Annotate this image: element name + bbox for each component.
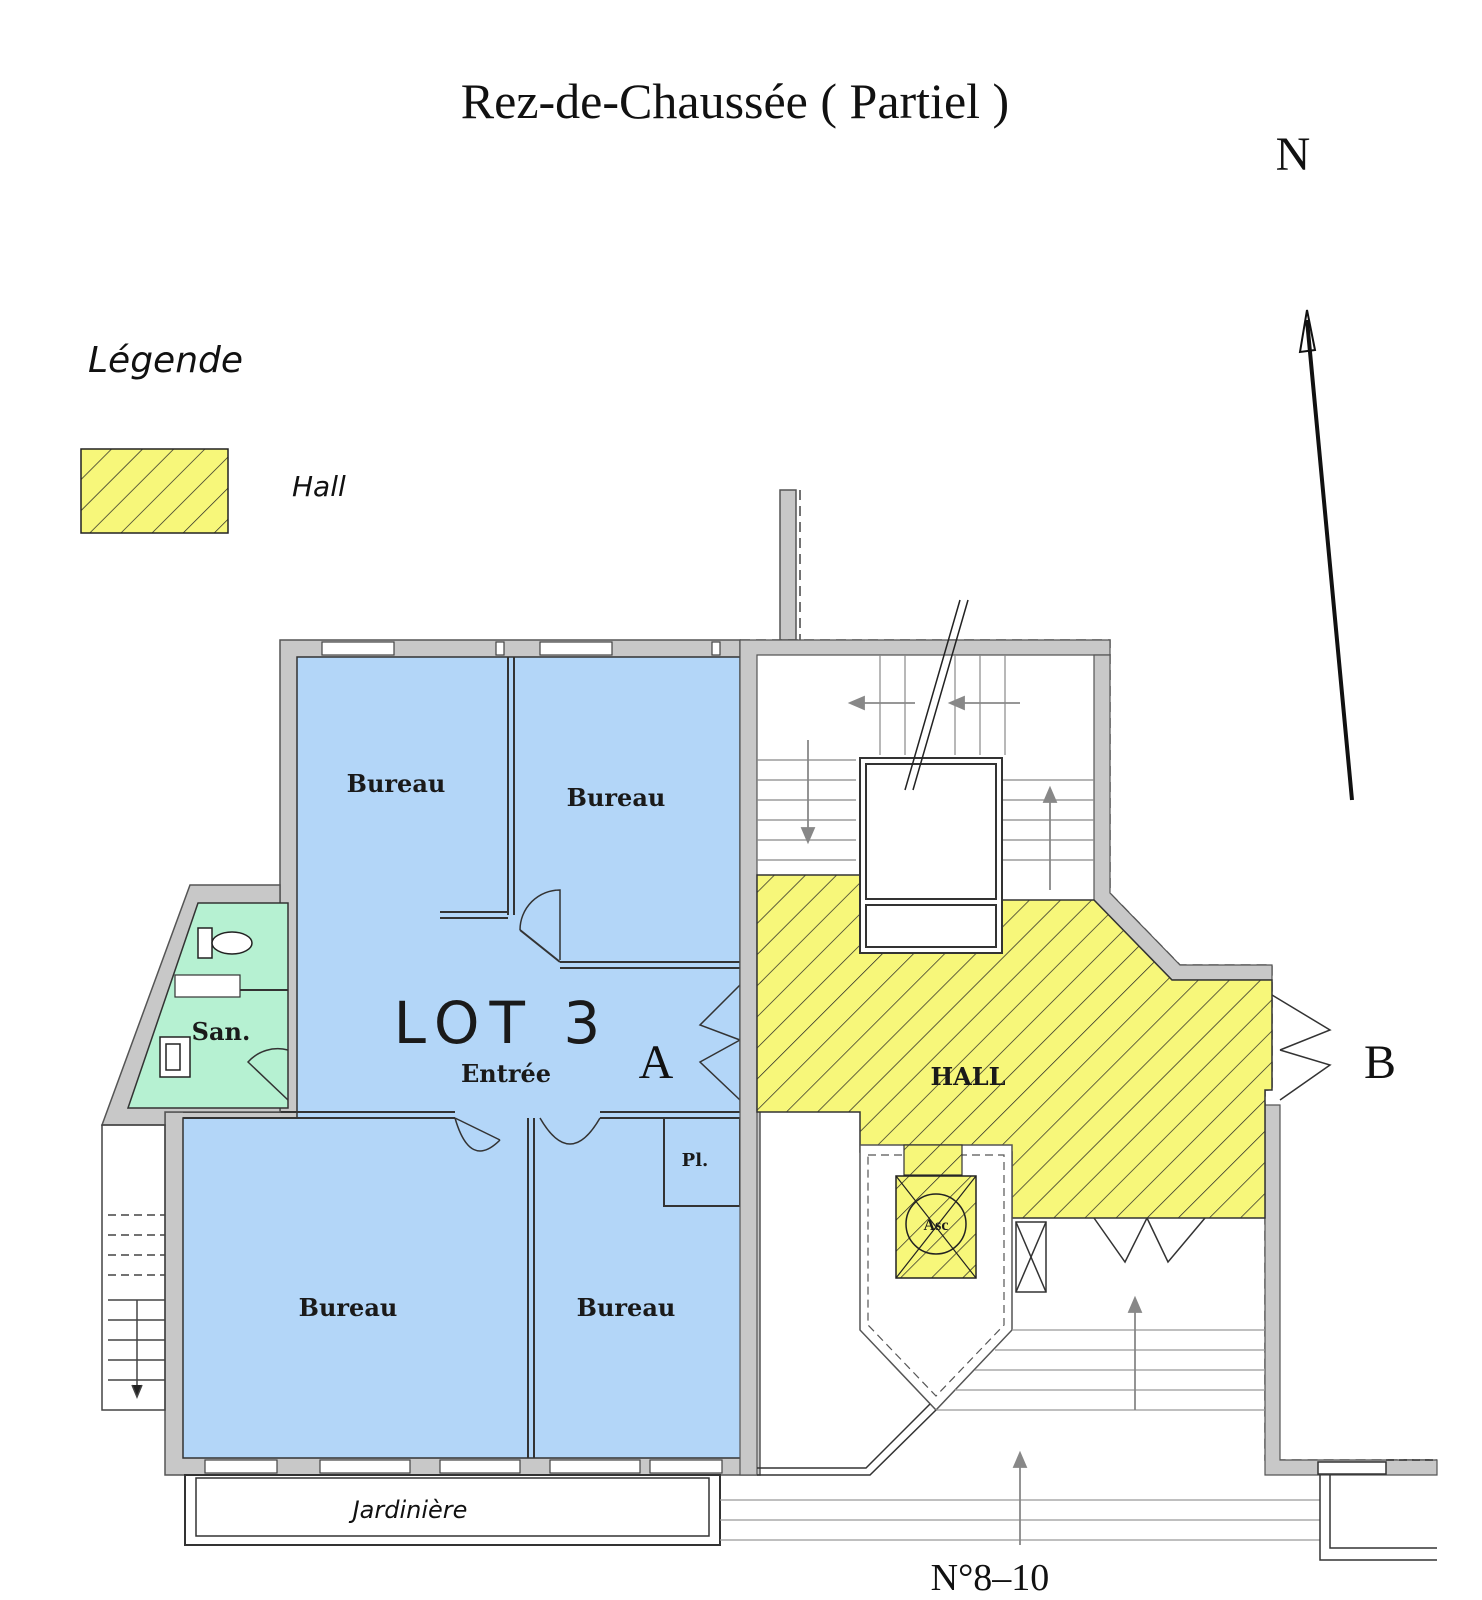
legend-heading: Légende [88,340,243,381]
toilet-icon [197,927,253,959]
windows-bottom [204,1459,723,1474]
sanitary-door [246,1047,289,1101]
entrance-arrows [1012,1295,1143,1545]
sanitary-counter [174,974,241,998]
room-label-hall: HALL [930,1062,1005,1091]
stair-arrows [800,695,1058,890]
hall-doors [1093,994,1332,1264]
wall-stub-top [779,489,801,641]
break-line [904,599,969,791]
wall-bottom-right [1317,1459,1437,1561]
room-label-bureau-4: Bureau [577,1293,676,1322]
room-label-entree: Entrée [461,1059,551,1088]
jardiniere-inner [195,1477,710,1537]
legend-hall-label: Hall [292,470,346,503]
elevator-landing [903,1144,963,1176]
wall-right-lower [1264,1104,1438,1476]
north-label: N [1276,128,1311,181]
address-label: N°8–10 [931,1557,1050,1599]
room-label-bureau-2: Bureau [567,783,666,812]
lot-label: LOT 3 [394,989,611,1057]
exterior-stairs-left [101,1124,166,1411]
stairwell-core [859,757,1003,954]
room-label-ascenseur: Asc [924,1217,949,1234]
legend-hall-swatch [80,448,229,534]
room-label-bureau-1: Bureau [347,769,446,798]
sink-icon [159,1036,191,1078]
north-arrow-icon [1298,309,1354,801]
windows-top [321,641,721,656]
entrance-marker-b: B [1364,1036,1396,1089]
entrance-marker-a: A [639,1036,674,1089]
hall-area [756,874,1273,1219]
stair-hall-wall [739,639,1111,1476]
door-swings [454,889,741,1152]
room-label-placard: Pl. [682,1150,709,1171]
duct-icon [1015,1221,1047,1293]
elevator-icon [895,1175,977,1279]
room-label-jardiniere: Jardinière [349,1496,468,1524]
entrance-stairs [720,1329,1320,1541]
room-label-bureau-3: Bureau [299,1293,398,1322]
jardiniere-planter [184,1474,721,1546]
page-title: Rez-de-Chaussée ( Partiel ) [461,73,1009,129]
elevator-shaft-inner [867,1154,1005,1397]
room-label-sanitaires: San. [192,1017,251,1046]
stair-treads [757,655,1094,861]
